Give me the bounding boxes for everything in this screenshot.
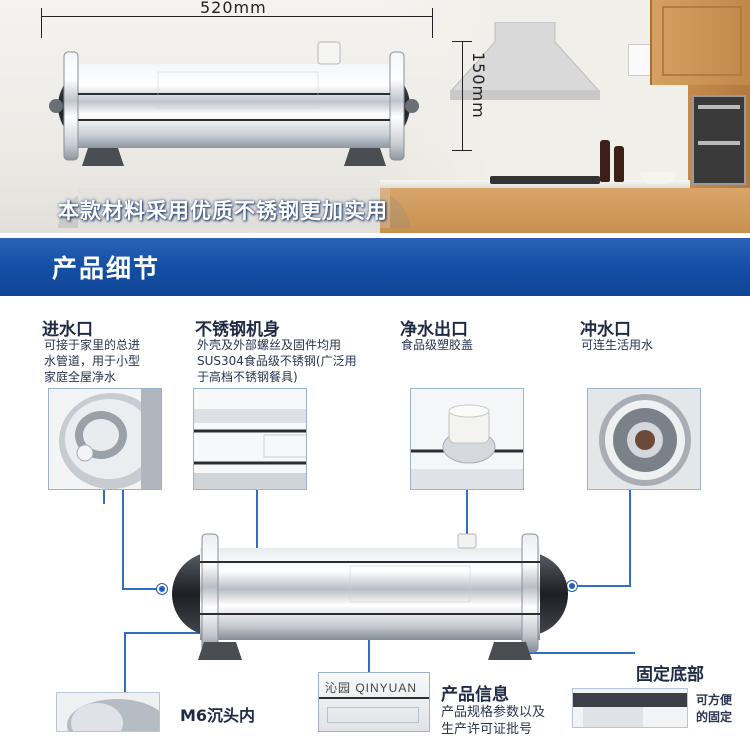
connector-line <box>122 588 162 590</box>
flush-title: 冲水口 <box>580 320 631 340</box>
dimension-tick <box>452 150 472 151</box>
flush-desc: 可连生活用水 <box>581 338 654 352</box>
kitchen-counter <box>380 180 690 190</box>
nut-thumbnail <box>56 692 160 732</box>
dimension-tick <box>432 8 433 38</box>
base-title: 固定底部 <box>636 665 704 685</box>
bowl <box>640 172 676 184</box>
wall-outlet <box>628 44 652 76</box>
inlet-desc: 可接于家里的总进 水管道，用于小型 家庭全屋净水 <box>44 338 141 384</box>
wine-bottle <box>600 140 610 182</box>
connector-line <box>629 490 631 586</box>
dimension-tick <box>452 41 472 42</box>
center-filter-image <box>160 524 580 662</box>
oven <box>692 95 746 185</box>
connector-line <box>124 632 210 634</box>
section-title: 产品细节 <box>52 254 161 283</box>
body-desc: 外壳及外部螺丝及固件均用 SUS304食品级不锈钢(广泛用 于高档不锈钢餐具) <box>197 338 357 384</box>
height-dimension-line <box>462 41 463 151</box>
connector-line <box>368 634 370 674</box>
connector-line <box>505 652 635 654</box>
connector-line <box>573 585 631 587</box>
body-thumbnail <box>193 388 307 490</box>
nut-title: M6沉头内 <box>180 706 256 725</box>
section-header: 产品细节 <box>0 236 750 296</box>
hero-slogan: 本款材料采用优质不锈钢更加实用 <box>58 199 388 223</box>
info-title: 产品信息 <box>441 685 509 705</box>
connector-line <box>256 490 258 560</box>
inlet-title: 进水口 <box>42 320 93 340</box>
inlet-thumbnail <box>48 388 162 490</box>
info-desc: 产品规格参数以及 生产许可证批号 <box>441 705 546 737</box>
dimension-tick <box>41 8 42 38</box>
hero-banner: 520mm 150mm <box>0 0 750 233</box>
flush-thumbnail <box>587 388 701 490</box>
outlet-title: 净水出口 <box>400 320 468 340</box>
connector-line <box>122 490 124 590</box>
brand-label: 沁园 QINYUAN <box>325 681 418 695</box>
base-thumbnail <box>572 688 688 728</box>
label-plate-thumbnail: 沁园 QINYUAN <box>318 672 430 732</box>
outlet-thumbnail <box>410 388 524 490</box>
width-dimension-line <box>41 16 433 17</box>
flush-marker <box>567 581 577 591</box>
lower-cabinet <box>380 188 750 233</box>
body-title: 不锈钢机身 <box>195 320 280 340</box>
upper-cabinet <box>650 0 750 85</box>
connector-line <box>124 632 126 692</box>
stove <box>490 176 600 184</box>
hero-filter-image <box>38 38 430 168</box>
outlet-desc: 食品级塑胶盖 <box>401 338 474 352</box>
height-dimension-label: 150mm <box>469 52 488 119</box>
connector-line <box>103 490 105 504</box>
wine-bottle <box>614 146 624 182</box>
connector-line <box>466 490 468 542</box>
inlet-marker <box>157 584 167 594</box>
range-hood <box>450 22 600 100</box>
width-dimension-label: 520mm <box>200 0 267 17</box>
product-detail-area: 进水口 可接于家里的总进 水管道，用于小型 家庭全屋净水 不锈钢机身 外壳及外部… <box>0 296 750 737</box>
base-desc: 可方便 的固定 <box>696 693 733 724</box>
hero-filter-reflection <box>38 168 430 228</box>
